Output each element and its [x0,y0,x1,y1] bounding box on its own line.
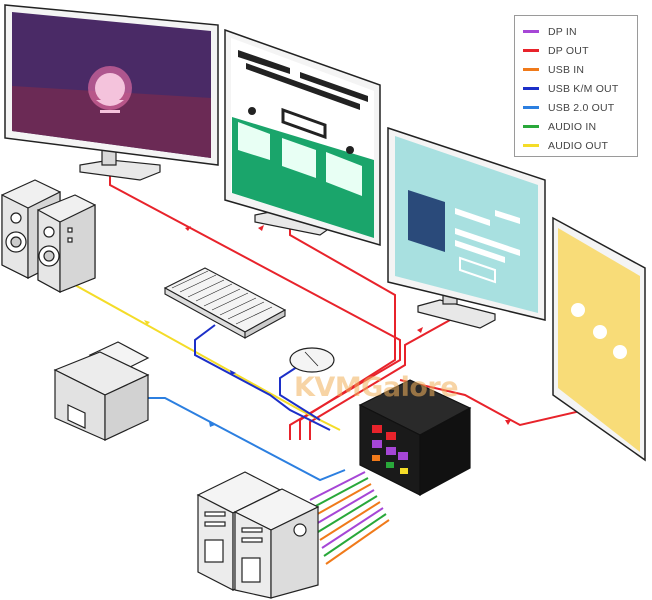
legend-item-usb-km-out: USB K/M OUT [523,79,629,98]
legend-label: AUDIO IN [548,120,597,133]
legend-item-usb2-out: USB 2.0 OUT [523,98,629,117]
legend-item-audio-in: AUDIO IN [523,117,629,136]
cable-usb-km-keyboard [194,324,331,431]
legend-label: AUDIO OUT [548,139,609,152]
legend-label: DP OUT [548,44,589,57]
legend-swatch [523,144,539,147]
monitor-2 [224,28,381,246]
legend-swatch [523,68,539,71]
printer [53,341,150,441]
cable-usb-km-mouse [279,364,321,421]
watermark: KVMGalore [294,372,459,403]
legend-item-usb-in: USB IN [523,60,629,79]
legend-swatch [523,49,539,52]
legend-label: USB K/M OUT [548,82,619,95]
computers [196,471,320,599]
cable-dp-out-monitor2 [289,215,396,440]
monitor-4 [552,216,646,462]
monitor-3 [387,126,546,329]
cable-usb2-printer [148,397,346,482]
legend-label: USB IN [548,63,585,76]
mouse [289,347,335,373]
legend: DP IN DP OUT USB IN USB K/M OUT USB 2.0 … [514,15,638,157]
speakers [1,179,96,294]
legend-swatch [523,87,539,90]
keyboard [163,267,287,339]
legend-swatch [523,125,539,128]
kvm-switch [358,379,472,497]
legend-item-audio-out: AUDIO OUT [523,136,629,155]
legend-label: USB 2.0 OUT [548,101,615,114]
cable-dp-out-monitor1 [109,165,401,440]
legend-swatch [523,106,539,109]
monitor-1 [4,4,219,181]
legend-label: DP IN [548,25,577,38]
legend-item-dp-in: DP IN [523,22,629,41]
legend-swatch [523,30,539,33]
legend-item-dp-out: DP OUT [523,41,629,60]
cable-arrows [144,225,511,427]
